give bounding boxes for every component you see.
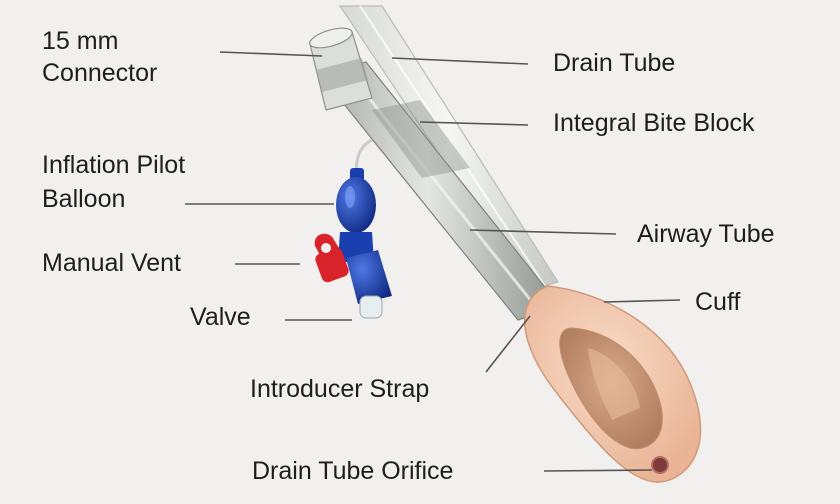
connector-label-line2: Connector xyxy=(42,58,157,88)
valve-label: Valve xyxy=(190,302,251,332)
cuff-shape xyxy=(525,286,701,482)
valve-shape xyxy=(346,250,392,318)
drain-tube-orifice-label: Drain Tube Orifice xyxy=(252,456,453,486)
drain-tube-label: Drain Tube xyxy=(553,48,675,78)
pilot-label-line2: Balloon xyxy=(42,184,125,214)
cuff-label: Cuff xyxy=(695,287,740,317)
introducer-strap-label: Introducer Strap xyxy=(250,374,429,404)
integral-bite-block-label: Integral Bite Block xyxy=(553,108,755,138)
pilot-label-line1: Inflation Pilot xyxy=(42,150,185,180)
manual-vent-label: Manual Vent xyxy=(42,248,181,278)
drain-orifice-shape xyxy=(652,457,668,473)
airway-tube-label: Airway Tube xyxy=(637,219,775,249)
pilot-balloon-shape xyxy=(336,168,376,262)
connector-label-line1: 15 mm xyxy=(42,26,118,56)
